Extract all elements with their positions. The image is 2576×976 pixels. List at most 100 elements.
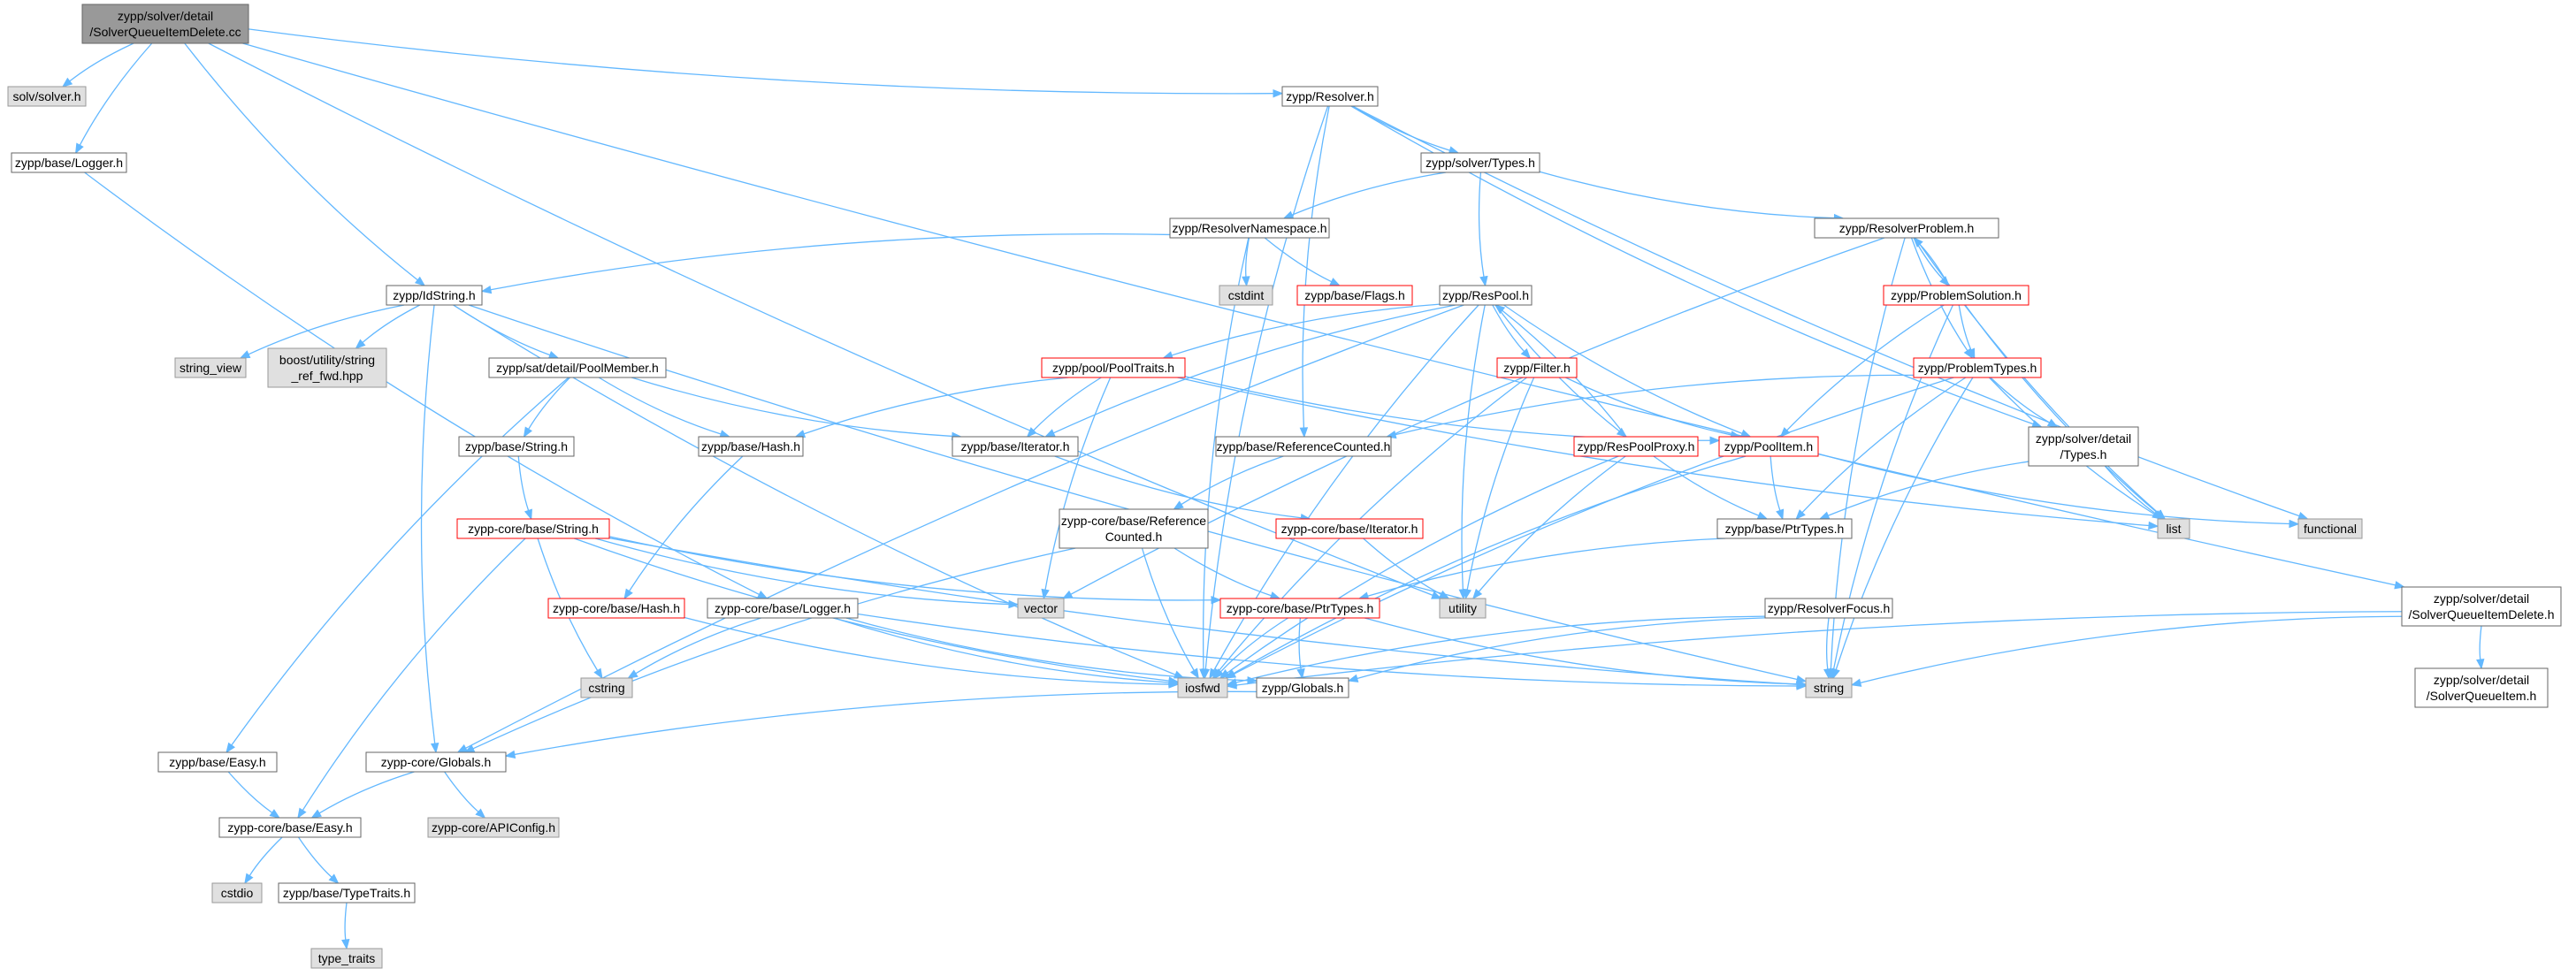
node-cstring: cstring bbox=[580, 677, 633, 698]
node-poolitem[interactable]: zypp/PoolItem.h bbox=[1718, 436, 1819, 457]
edge-corestring-to-coreeasy bbox=[297, 538, 526, 820]
node-soldtypes[interactable]: zypp/solver/detail/Types.h bbox=[2028, 426, 2139, 467]
node-label: boost/utility/string bbox=[279, 353, 375, 367]
node-hash[interactable]: zypp/base/Hash.h bbox=[698, 436, 804, 457]
node-box bbox=[1496, 357, 1578, 378]
node-ptrtypes[interactable]: zypp/base/PtrTypes.h bbox=[1716, 518, 1853, 539]
node-globals[interactable]: zypp/Globals.h bbox=[1256, 677, 1349, 698]
edge-line bbox=[242, 42, 2396, 586]
node-baseeasy[interactable]: zypp/base/Easy.h bbox=[157, 751, 278, 773]
edge-line bbox=[1352, 105, 2300, 517]
node-root[interactable]: zypp/solver/detail/SolverQueueItemDelete… bbox=[81, 4, 249, 44]
node-filter[interactable]: zypp/Filter.h bbox=[1496, 357, 1578, 378]
node-coreeasy[interactable]: zypp-core/base/Easy.h bbox=[218, 817, 362, 838]
edge-line bbox=[1492, 304, 1525, 353]
node-corerefcnt[interactable]: zypp-core/base/ReferenceCounted.h bbox=[1059, 508, 1209, 549]
edge-arrowhead bbox=[1347, 674, 1359, 682]
edge-line bbox=[1653, 455, 1760, 516]
edge-arrowhead bbox=[1831, 667, 1840, 680]
node-label: zypp/base/Hash.h bbox=[701, 439, 800, 454]
node-sqih[interactable]: zypp/solver/detail/SolverQueueItem.h bbox=[2414, 667, 2549, 708]
edge-line bbox=[79, 42, 153, 146]
edge-line bbox=[608, 537, 1798, 685]
edge-arrowhead bbox=[244, 873, 254, 885]
node-sqidh[interactable]: zypp/solver/detail/SolverQueueItemDelete… bbox=[2401, 586, 2562, 627]
node-box bbox=[488, 357, 667, 378]
edge-line bbox=[1233, 455, 1747, 675]
edge-arrowhead bbox=[430, 742, 440, 754]
edge-refcounted-to-corerefcnt bbox=[1173, 455, 1284, 510]
edge-arrowhead bbox=[1796, 680, 1808, 689]
node-box bbox=[211, 882, 263, 904]
edge-corelogger-to-iosfwd bbox=[833, 617, 1180, 687]
edge-arrowhead bbox=[1173, 500, 1184, 510]
edge-arrowhead bbox=[524, 508, 532, 521]
node-iterator[interactable]: zypp/base/Iterator.h bbox=[952, 436, 1079, 457]
node-label: zypp/ProblemTypes.h bbox=[1918, 361, 2037, 375]
node-label: zypp-core/Globals.h bbox=[381, 755, 492, 769]
node-coreiter[interactable]: zypp-core/base/Iterator.h bbox=[1275, 518, 1424, 539]
node-label: utility bbox=[1449, 601, 1477, 615]
node-resprob[interactable]: zypp/ResolverProblem.h bbox=[1814, 217, 1999, 239]
node-list: list bbox=[2157, 518, 2190, 539]
edge-probtypes-to-ptrtypes bbox=[1795, 377, 1967, 520]
edge-line bbox=[684, 616, 1170, 685]
node-idstring[interactable]: zypp/IdString.h bbox=[386, 285, 483, 306]
node-probsol[interactable]: zypp/ProblemSolution.h bbox=[1883, 285, 2029, 306]
edge-idstring-to-boostref bbox=[355, 304, 421, 349]
edge-poolmember-to-iterator bbox=[631, 377, 963, 441]
node-box bbox=[2157, 518, 2190, 539]
node-label: zypp/ResPool.h bbox=[1442, 288, 1529, 302]
node-basestring[interactable]: zypp/base/String.h bbox=[458, 436, 575, 457]
node-box bbox=[1017, 598, 1065, 619]
node-resns[interactable]: zypp/ResolverNamespace.h bbox=[1169, 217, 1330, 239]
edge-line bbox=[69, 42, 134, 82]
edge-root-to-logger bbox=[75, 42, 153, 155]
node-coreptr[interactable]: zypp-core/base/PtrTypes.h bbox=[1219, 598, 1380, 619]
node-respool[interactable]: zypp/ResPool.h bbox=[1439, 285, 1533, 306]
edge-respool-to-coreglobals bbox=[456, 304, 1464, 753]
node-resolver[interactable]: zypp/Resolver.h bbox=[1281, 86, 1379, 107]
edge-arrowhead bbox=[2152, 510, 2165, 520]
edge-coreglobals-to-coreeasy bbox=[310, 771, 415, 819]
node-refcounted[interactable]: zypp/base/ReferenceCounted.h bbox=[1215, 436, 1392, 457]
edge-probtypes-to-soldtypes bbox=[1990, 377, 2059, 428]
node-box bbox=[267, 347, 387, 388]
node-corehash[interactable]: zypp-core/base/Hash.h bbox=[547, 598, 685, 619]
edge-line bbox=[1363, 538, 1441, 595]
node-corestring[interactable]: zypp-core/base/String.h bbox=[456, 518, 610, 539]
node-label: iosfwd bbox=[1185, 681, 1220, 695]
edge-line bbox=[833, 617, 1170, 683]
edge-arrowhead bbox=[1431, 591, 1442, 599]
node-label: zypp/solver/detail bbox=[118, 9, 213, 23]
edge-poolitem-to-functional bbox=[1817, 453, 2300, 529]
node-label: /SolverQueueItemDelete.h bbox=[2409, 607, 2555, 621]
node-probtypes[interactable]: zypp/ProblemTypes.h bbox=[1913, 357, 2042, 378]
edge-respool-to-pooltraits bbox=[1162, 303, 1441, 360]
node-box bbox=[1439, 598, 1487, 619]
edge-arrowhead bbox=[328, 873, 340, 884]
node-coreglobals[interactable]: zypp-core/Globals.h bbox=[365, 751, 507, 773]
node-logger[interactable]: zypp/base/Logger.h bbox=[11, 152, 127, 173]
node-soltypes[interactable]: zypp/solver/Types.h bbox=[1420, 152, 1540, 173]
node-corelogger[interactable]: zypp-core/base/Logger.h bbox=[707, 598, 859, 619]
node-box bbox=[458, 436, 575, 457]
edge-arrowhead bbox=[341, 939, 350, 950]
node-box bbox=[1913, 357, 2042, 378]
node-respoolproxy[interactable]: zypp/ResPoolProxy.h bbox=[1573, 436, 1699, 457]
node-flags[interactable]: zypp/base/Flags.h bbox=[1296, 285, 1413, 306]
edge-soltypes-to-resprob bbox=[1539, 171, 1845, 223]
edge-arrowhead bbox=[627, 669, 638, 679]
node-typetraitsh[interactable]: zypp/base/TypeTraits.h bbox=[278, 882, 416, 904]
node-pooltraits[interactable]: zypp/pool/PoolTraits.h bbox=[1041, 357, 1186, 378]
edge-arrowhead bbox=[1043, 429, 1056, 438]
node-box bbox=[1281, 86, 1379, 107]
node-box bbox=[7, 86, 87, 107]
node-resfocus[interactable]: zypp/ResolverFocus.h bbox=[1764, 598, 1893, 619]
node-poolmember[interactable]: zypp/sat/detail/PoolMember.h bbox=[488, 357, 667, 378]
node-box bbox=[1718, 436, 1819, 457]
node-box bbox=[278, 882, 416, 904]
node-box bbox=[547, 598, 685, 619]
node-label: zypp/base/String.h bbox=[465, 439, 568, 454]
